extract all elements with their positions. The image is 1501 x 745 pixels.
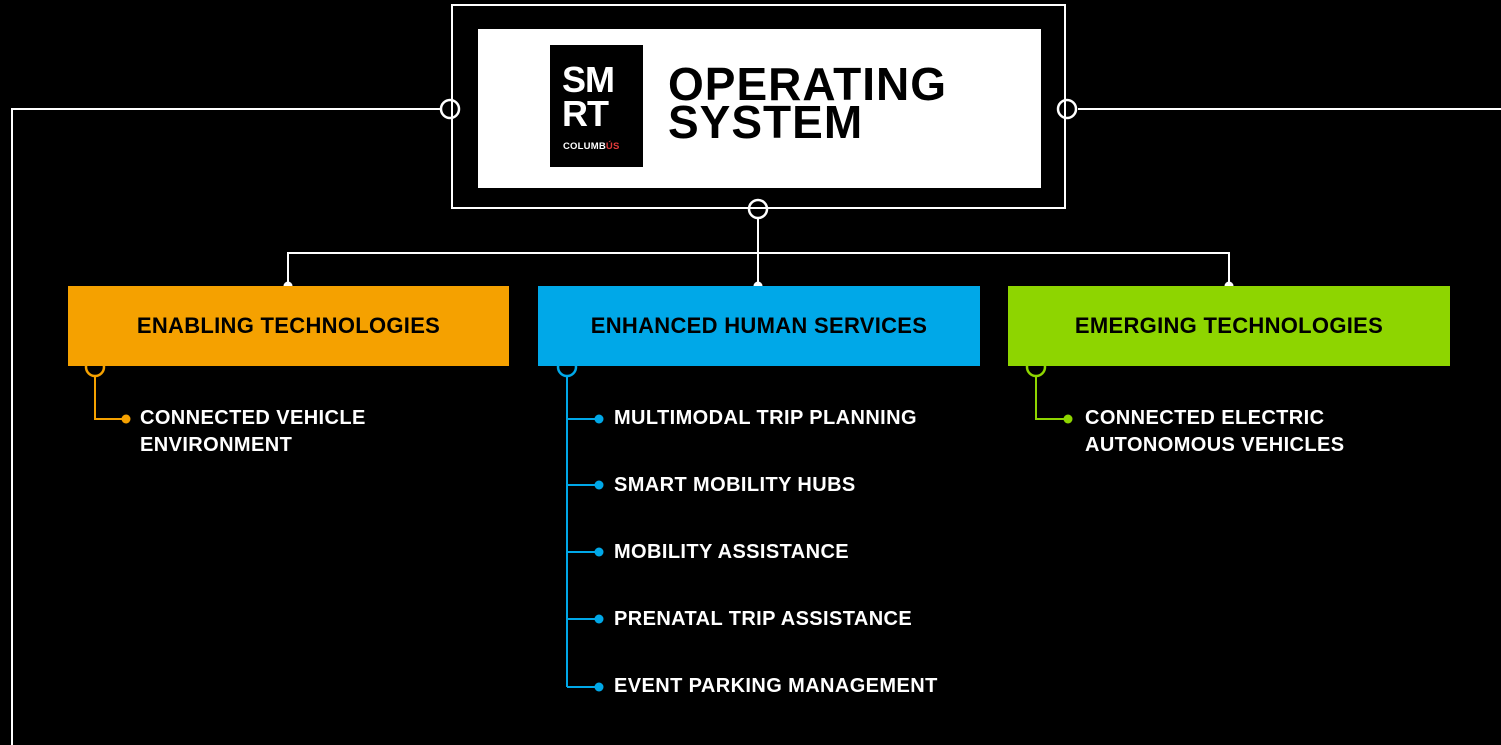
category-emerging-technologies: EMERGING TECHNOLOGIES bbox=[1008, 286, 1450, 366]
enhanced-item-dot-2 bbox=[594, 480, 604, 490]
enhanced-item-dot-1 bbox=[594, 414, 604, 424]
list-item-line-2: AUTONOMOUS VEHICLES bbox=[1085, 434, 1345, 456]
left-frame-line bbox=[11, 108, 440, 745]
enabling-item-dot bbox=[121, 414, 131, 424]
emerging-item-dot bbox=[1063, 414, 1073, 424]
logo-line-1: SM bbox=[562, 59, 615, 100]
bottom-header-node bbox=[747, 198, 769, 220]
left-header-node bbox=[439, 98, 461, 120]
title-line-1: OPERATING bbox=[668, 58, 948, 110]
category-branch-line bbox=[287, 252, 1230, 286]
list-item: MOBILITY ASSISTANCE bbox=[614, 541, 850, 563]
enabling-item-line bbox=[94, 376, 124, 420]
list-item-line-2: ENVIRONMENT bbox=[140, 434, 293, 456]
logo-line-2: RT bbox=[562, 93, 609, 134]
list-item: EVENT PARKING MANAGEMENT bbox=[614, 675, 938, 697]
logo-city-main: COLUMB bbox=[563, 141, 606, 152]
smart-columbus-logo: SM RT COLUMBÚS bbox=[550, 45, 643, 167]
title-line-2: SYSTEM bbox=[668, 96, 864, 148]
enhanced-item-dot-5 bbox=[594, 682, 604, 692]
list-item-connected-vehicle-environment: CONNECTED VEHICLE ENVIRONMENT bbox=[140, 405, 366, 459]
category-label: ENABLING TECHNOLOGIES bbox=[136, 313, 441, 338]
category-label: ENHANCED HUMAN SERVICES bbox=[590, 313, 928, 338]
list-item: MULTIMODAL TRIP PLANNING bbox=[614, 407, 917, 429]
header-frame bbox=[451, 4, 1066, 209]
emerging-item-line bbox=[1035, 376, 1066, 420]
category-enabling-technologies: ENABLING TECHNOLOGIES bbox=[68, 286, 509, 366]
list-item: SMART MOBILITY HUBS bbox=[614, 474, 856, 496]
list-item-connected-electric-autonomous-vehicles: CONNECTED ELECTRIC AUTONOMOUS VEHICLES bbox=[1085, 405, 1344, 459]
category-label: EMERGING TECHNOLOGIES bbox=[1074, 313, 1384, 338]
list-item-line-1: CONNECTED ELECTRIC bbox=[1085, 407, 1325, 429]
list-item-line-1: CONNECTED VEHICLE bbox=[140, 407, 366, 429]
enhanced-item-dot-4 bbox=[594, 614, 604, 624]
list-item: PRENATAL TRIP ASSISTANCE bbox=[614, 608, 913, 630]
logo-city: COLUMBÚS bbox=[563, 141, 620, 152]
right-header-node bbox=[1056, 98, 1078, 120]
category-enhanced-human-services: ENHANCED HUMAN SERVICES bbox=[538, 286, 980, 366]
enhanced-item-dot-3 bbox=[594, 547, 604, 557]
logo-city-accent: ÚS bbox=[605, 141, 620, 152]
